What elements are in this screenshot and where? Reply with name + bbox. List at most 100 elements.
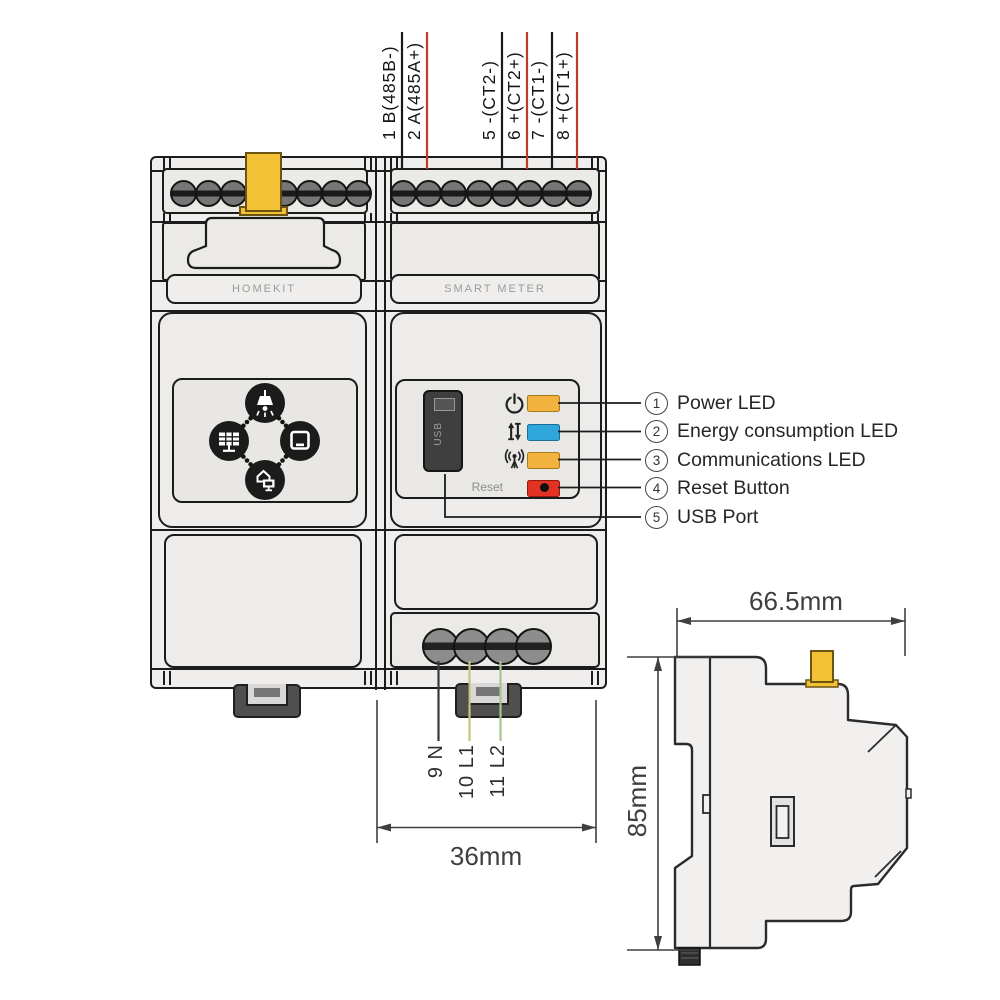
terminal-screw [220,180,247,207]
usb-connector-slot [434,398,455,411]
module-label-text: SMART METER [444,283,546,295]
tick [591,671,593,685]
terminal-screw-3 [440,180,467,207]
callout-label: USB Port [677,506,759,528]
din-clip-right [455,683,522,718]
din-release-tab [678,947,701,966]
energy-arrows-icon [502,419,527,449]
band-line [152,221,606,223]
tick [163,213,165,222]
antenna-connector [245,152,282,212]
band-line [152,668,606,670]
tick [597,213,599,222]
reset-label: Reset [471,480,503,494]
tick [364,213,366,222]
callout-number: 3 [645,449,668,472]
power-led [527,395,560,412]
terminal-screw-9 [422,628,459,665]
terminal-screw-12 [515,628,552,665]
tick [163,671,165,685]
terminal-screw [170,180,197,207]
terminal-label-8: 8 +(CT1+) [553,51,573,140]
tick [390,213,392,222]
usb-port [423,390,463,472]
tick [396,671,398,685]
terminal-label-11: 11 L2 [487,744,509,798]
callout-power-led: 1 Power LED [645,390,776,417]
module-label-text: HOMEKIT [231,283,297,295]
terminal-screw [195,180,222,207]
side-antenna-flange [805,679,839,688]
terminal-label-2: 2 A(485A+) [404,41,424,140]
terminal-screw-8 [565,180,592,207]
dimension-front-width: 36mm [449,841,523,871]
tick [163,157,165,170]
smart-home-icon [245,460,285,500]
terminal-screw-7 [541,180,568,207]
callout-usb-port: 5 USB Port [645,504,758,531]
tick [597,157,599,170]
band-line [152,529,606,531]
terminal-label-6: 6 +(CT2+) [504,51,524,140]
tick [591,157,593,170]
terminal-screw-2 [415,180,442,207]
din-clip-left [233,684,301,718]
terminal-label-10: 10 L1 [456,744,478,800]
tick [390,157,392,170]
tick [169,157,171,170]
module-divider-line [375,156,377,690]
terminal-screw [296,180,323,207]
lower-panel-left [164,534,362,668]
reset-button-dot [540,483,549,492]
callout-number: 2 [645,420,668,443]
terminal-label-1: 1 B(485B-) [379,45,399,140]
callout-label: Communications LED [677,449,866,471]
callout-label: Reset Button [677,477,790,499]
band-line [152,170,606,172]
terminal-screw-10 [453,628,490,665]
tick [370,157,372,170]
tick [364,671,366,685]
tick [169,671,171,685]
lamp-icon [245,383,285,423]
tick [591,213,593,222]
lower-panel-right [394,534,598,610]
dimension-side-height: 85mm [622,765,652,838]
terminal-screw-1 [390,180,417,207]
module-label-smart-meter: SMART METER [390,274,600,304]
communications-led [527,452,560,469]
band-line [152,310,606,312]
terminal-screw-5 [491,180,518,207]
din-clip-bar [476,687,501,696]
terminal-screw [321,180,348,207]
solar-panel-icon [209,421,249,461]
module-divider-line [384,156,386,690]
callout-number: 5 [645,506,668,529]
din-clip-bar [254,688,280,697]
energy-consumption-led [527,424,560,441]
power-icon [502,391,527,421]
terminal-screw-4 [466,180,493,207]
mid-recess-right [390,222,600,281]
usb-port-text: USB [433,422,444,446]
callout-label: Energy consumption LED [677,420,899,442]
callout-reset-button: 4 Reset Button [645,475,790,502]
tick [370,671,372,685]
tick [169,213,171,222]
callout-energy-led: 2 Energy consumption LED [645,418,898,445]
callout-label: Power LED [677,392,776,414]
callout-communications-led: 3 Communications LED [645,447,866,474]
terminal-label-7: 7 -(CT1-) [528,60,548,140]
callout-number: 1 [645,392,668,415]
tick [396,213,398,222]
module-label-homekit: HOMEKIT [166,274,362,304]
antenna-signal-icon [502,447,527,477]
mid-recess-left [162,222,366,281]
tick [396,157,398,170]
din-clip-notch [468,683,509,705]
terminal-screw-6 [516,180,543,207]
terminal-screw [345,180,372,207]
din-clip-notch [246,684,288,706]
tick [370,213,372,222]
